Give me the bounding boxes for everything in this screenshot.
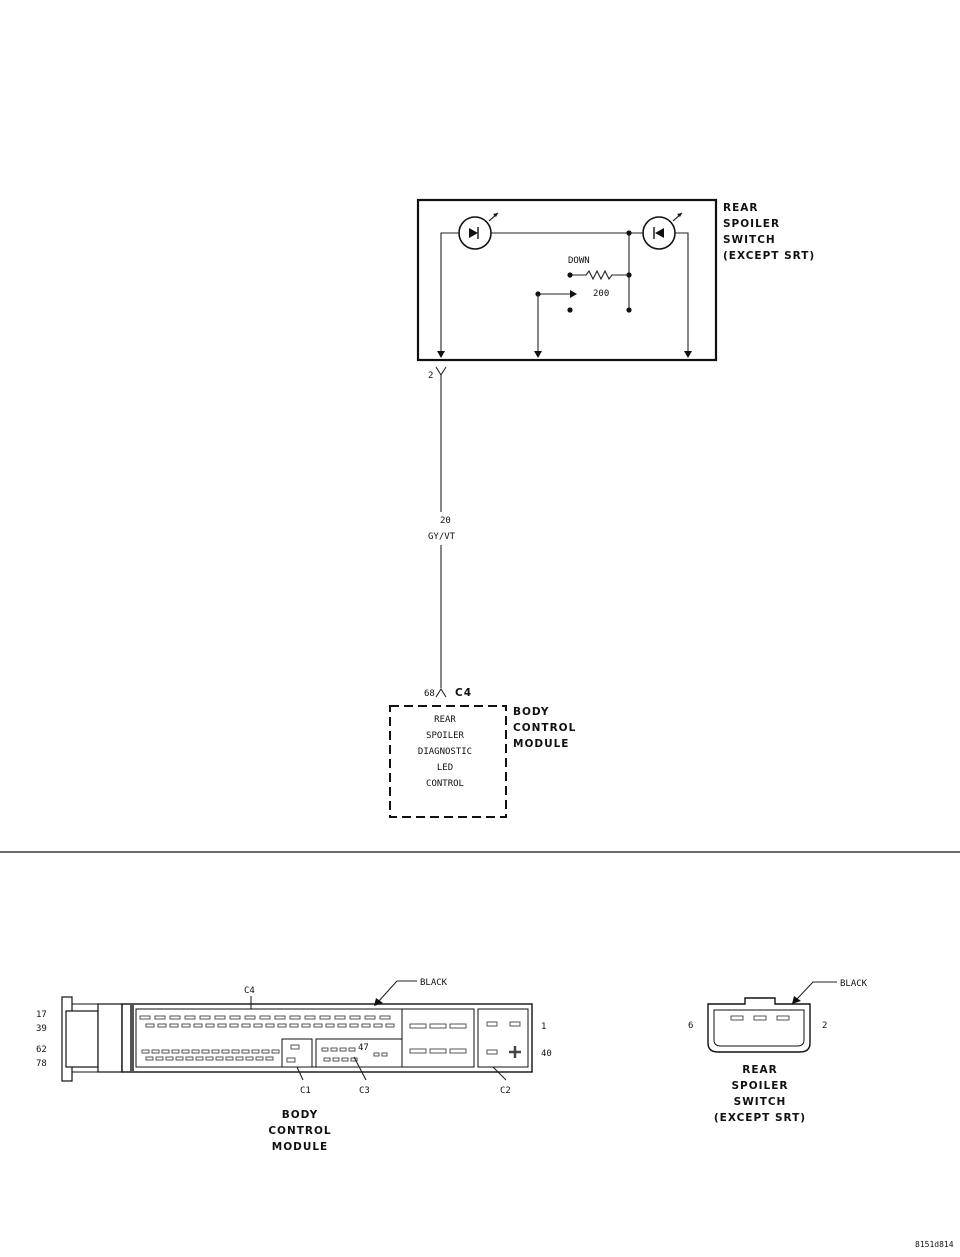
- rear-spoiler-switch: DOWN 200 REAR SPOILER SWITCH (EXCEPT SRT…: [416, 198, 815, 362]
- bcm-title-line-2: CONTROL: [513, 722, 576, 734]
- switch-view-title-3: SWITCH: [734, 1096, 787, 1108]
- switch-pin-number: 2: [428, 371, 433, 381]
- switch-title-line-2: SPOILER: [723, 218, 780, 230]
- circuit-wire: 20 GY/VT: [428, 375, 456, 688]
- bcm-left-pin-3: 62: [36, 1045, 47, 1055]
- wire-gauge: 20: [440, 516, 451, 526]
- bcm-bottom-label-c1: C1: [300, 1086, 311, 1096]
- bcm-function-line-5: CONTROL: [426, 779, 464, 789]
- bcm-right-pin-2: 40: [541, 1049, 552, 1059]
- bcm-title-line-1: BODY: [513, 706, 549, 718]
- bcm-function-line-2: SPOILER: [426, 731, 465, 741]
- switch-title-line-1: REAR: [723, 202, 758, 214]
- body-control-module: 68 C4 REAR SPOILER DIAGNOSTIC LED CONTRO…: [389, 687, 576, 818]
- switch-title-line-4: (EXCEPT SRT): [723, 250, 815, 262]
- bcm-left-pin-4: 78: [36, 1059, 47, 1069]
- bcm-view-title-2: CONTROL: [268, 1125, 331, 1137]
- bcm-dashed-box: [389, 705, 507, 818]
- bcm-view-c4-label: C4: [244, 986, 255, 996]
- bcm-view-color-label: BLACK: [420, 978, 448, 988]
- switch-view-right-pin: 2: [822, 1021, 827, 1031]
- bcm-bottom-label-c3: C3: [359, 1086, 370, 1096]
- bcm-view-title-1: BODY: [282, 1109, 318, 1121]
- resistor-icon: [570, 269, 629, 281]
- bcm-left-pin-2: 39: [36, 1024, 47, 1034]
- down-label: DOWN: [568, 256, 590, 266]
- bcm-pin-rows: [139, 1015, 521, 1063]
- bcm-right-pin-1: 1: [541, 1022, 546, 1032]
- switch-view-left-pin: 6: [688, 1021, 693, 1031]
- switch-view-title-1: REAR: [742, 1064, 777, 1076]
- switch-view-color-label: BLACK: [840, 979, 868, 989]
- switch-connector-pin: 2: [428, 366, 447, 381]
- switch-view-title-4: (EXCEPT SRT): [714, 1112, 806, 1124]
- switch-connector-view: 6 2 BLACK REAR SPOILER SWITCH (EXCEPT SR…: [688, 979, 868, 1124]
- bcm-left-pin-1: 17: [36, 1010, 47, 1020]
- bcm-title-line-3: MODULE: [513, 738, 569, 750]
- bcm-connector-view: C4 BLACK 17 39 62 78 1 40 47 C1 C3 C2 BO…: [36, 978, 552, 1153]
- bcm-connector-id: C4: [455, 687, 472, 699]
- bcm-function-line-1: REAR: [434, 715, 456, 725]
- bcm-function-line-3: DIAGNOSTIC: [418, 747, 472, 757]
- figure-id: 8151d814: [915, 1240, 954, 1249]
- bcm-bottom-label-c2: C2: [500, 1086, 511, 1096]
- bcm-function-line-4: LED: [437, 763, 453, 773]
- wire-color: GY/VT: [428, 532, 456, 542]
- bcm-c3-pin: 47: [358, 1043, 369, 1053]
- resistor-value: 200: [593, 289, 609, 299]
- bcm-pin-number: 68: [424, 689, 435, 699]
- switch-view-title-2: SPOILER: [731, 1080, 788, 1092]
- switch-housing: [416, 198, 718, 362]
- bcm-view-title-3: MODULE: [272, 1141, 328, 1153]
- switch-title-line-3: SWITCH: [723, 234, 776, 246]
